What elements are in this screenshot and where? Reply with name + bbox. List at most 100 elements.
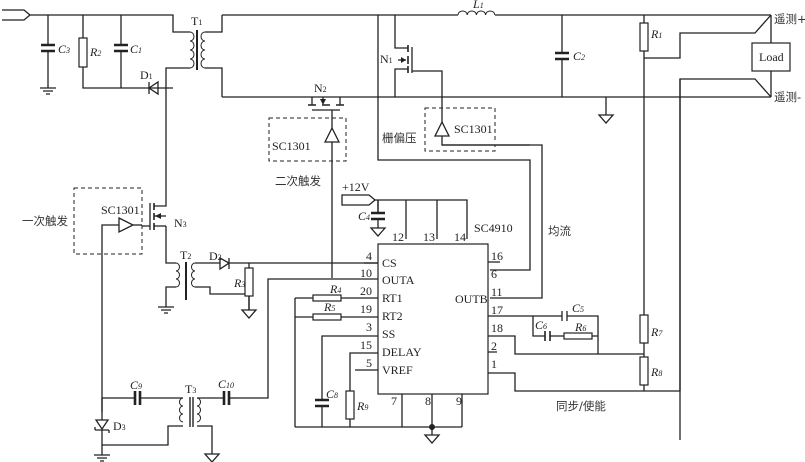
capacitor-c8: C8	[315, 335, 378, 427]
svg-text:C4: C4	[358, 209, 370, 223]
svg-text:N1: N1	[380, 52, 393, 66]
resistor-r8: R8	[639, 356, 662, 391]
svg-text:L1: L1	[472, 0, 484, 11]
primary-trigger-driver: SC1301 一次触发	[22, 187, 143, 412]
ground-symbol-chip	[423, 434, 441, 444]
svg-text:C2: C2	[573, 49, 585, 63]
svg-text:R9: R9	[356, 399, 368, 413]
svg-text:5: 5	[366, 356, 372, 370]
pin18-wire	[488, 335, 644, 355]
svg-text:14: 14	[454, 230, 466, 244]
svg-text:1: 1	[491, 357, 497, 371]
svg-text:R4: R4	[329, 282, 341, 296]
svg-text:9: 9	[456, 394, 462, 408]
outa-wire	[238, 278, 378, 399]
capacitor-c2: C2	[555, 15, 585, 97]
svg-text:DELAY: DELAY	[382, 345, 422, 359]
svg-text:VREF: VREF	[382, 363, 413, 377]
capacitor-c10: C10	[218, 377, 238, 405]
svg-text:D1: D1	[140, 68, 153, 82]
svg-text:3: 3	[366, 320, 372, 334]
svg-text:8: 8	[425, 394, 431, 408]
resistor-r9: R9	[345, 352, 378, 427]
svg-text:T3: T3	[185, 382, 196, 396]
capacitor-c3: C3	[40, 15, 70, 95]
svg-text:一次触发: 一次触发	[22, 214, 68, 228]
svg-text:15: 15	[360, 338, 372, 352]
svg-text:2: 2	[491, 339, 497, 353]
svg-text:16: 16	[491, 249, 503, 263]
resistor-r3: R3	[233, 263, 258, 319]
svg-text:SC1301: SC1301	[101, 203, 140, 217]
svg-text:18: 18	[491, 321, 503, 335]
svg-text:11: 11	[491, 285, 503, 299]
svg-text:19: 19	[360, 302, 372, 316]
svg-text:13: 13	[423, 230, 435, 244]
svg-text:C9: C9	[130, 378, 142, 392]
remote-sense-plus-label: 遥测+	[774, 12, 805, 26]
load: Load	[751, 15, 791, 97]
current-share-wire	[377, 15, 531, 271]
inductor-l1: L1	[457, 0, 496, 16]
svg-text:SC4910: SC4910	[474, 221, 513, 235]
svg-text:二次触发: 二次触发	[275, 174, 321, 188]
svg-text:RT1: RT1	[382, 291, 403, 305]
svg-text:C3: C3	[58, 42, 70, 56]
pin17-wire	[488, 311, 599, 354]
remote-sense-minus-label: 遥测-	[774, 90, 801, 104]
svg-text:OUTB: OUTB	[455, 292, 488, 306]
svg-text:7: 7	[391, 394, 397, 408]
svg-text:R7: R7	[650, 325, 663, 339]
secondary-trigger-driver: SC1301 二次触发	[268, 117, 347, 278]
svg-text:C8: C8	[326, 387, 338, 401]
svg-text:D2: D2	[209, 249, 222, 263]
svg-text:T2: T2	[180, 248, 191, 262]
svg-text:SC1301: SC1301	[272, 139, 311, 153]
ground-symbol-output	[597, 97, 615, 124]
svg-text:12: 12	[392, 230, 404, 244]
svg-text:10: 10	[360, 266, 372, 280]
svg-text:C5: C5	[572, 301, 584, 315]
remote-sense-minus-wire	[679, 78, 772, 440]
mosfet-n1: N1	[380, 15, 443, 122]
sync-enable-label: 同步/使能	[556, 399, 606, 413]
ic-sc4910: SC4910 12 13 14 4 CS 10 OUTA 20 RT1 19 R…	[355, 221, 513, 408]
svg-text:R8: R8	[650, 365, 662, 379]
input-rail	[30, 14, 190, 33]
svg-text:R1: R1	[650, 27, 662, 41]
svg-text:CS: CS	[382, 256, 397, 270]
ground-bus	[295, 394, 463, 435]
transformer-t1: T1	[165, 14, 223, 160]
diode-d1: D1	[140, 68, 159, 96]
pin1-wire	[488, 372, 680, 392]
svg-text:R3: R3	[233, 276, 245, 290]
transformer-t2: T2	[158, 248, 250, 314]
svg-text:R2: R2	[89, 45, 101, 59]
svg-text:20: 20	[360, 284, 372, 298]
capacitor-c6	[544, 331, 551, 341]
capacitor-c4: C4	[358, 200, 387, 237]
svg-text:N2: N2	[314, 81, 327, 95]
resistor-r5: R5	[295, 300, 378, 321]
svg-text:4: 4	[366, 249, 372, 263]
zener-diode-d3: D3	[94, 398, 126, 462]
capacitor-c9: C9	[102, 378, 183, 405]
svg-text:C6: C6	[535, 318, 547, 332]
svg-text:SC1301: SC1301	[454, 122, 493, 136]
resistor-r7: R7	[639, 314, 663, 357]
diode-d2: D2	[209, 249, 378, 271]
mosfet-n2: N2	[308, 81, 344, 128]
svg-text:6: 6	[491, 267, 497, 281]
transformer-t3: T3	[102, 382, 223, 462]
svg-text:SS: SS	[382, 327, 395, 341]
svg-text:C1: C1	[130, 42, 142, 56]
svg-text:OUTA: OUTA	[382, 273, 415, 287]
svg-text:N3: N3	[174, 216, 187, 230]
resistor-r2: R2	[78, 15, 173, 89]
c6-r6-branch	[532, 316, 598, 337]
current-share-label: 均流	[548, 224, 571, 238]
resistor-r4: R4	[294, 282, 378, 427]
resistor-r1: R1	[639, 14, 772, 315]
svg-text:17: 17	[491, 303, 503, 317]
